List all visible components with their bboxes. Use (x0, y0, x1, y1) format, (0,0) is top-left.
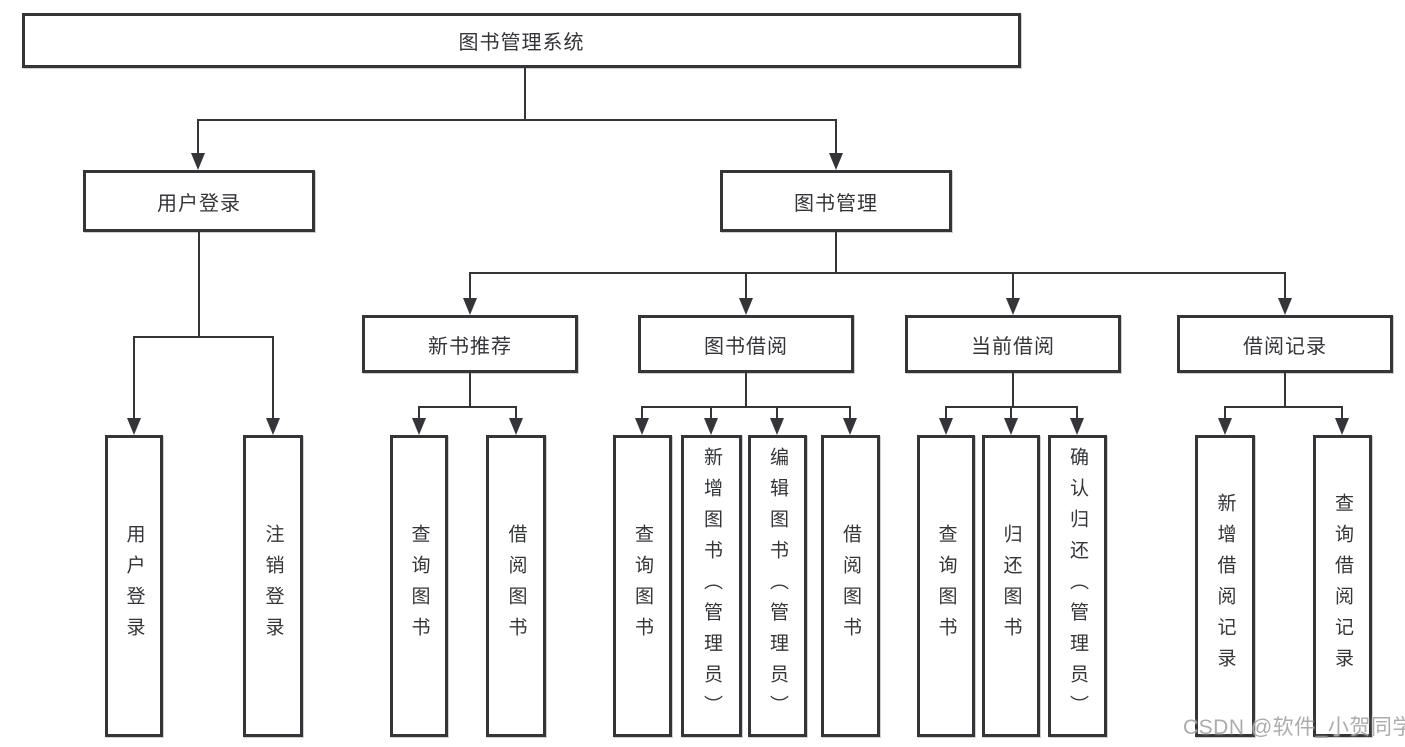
connector-vline (198, 232, 200, 338)
arrow-down-icon (635, 418, 649, 435)
leaf-query-books-recommend: 查询图书 (390, 435, 448, 737)
leaf-borrow-books-recommend: 借阅图书 (486, 435, 546, 737)
arrow-down-icon (509, 418, 523, 435)
node-library-management-system: 图书管理系统 (22, 13, 1021, 68)
leaf-query-books-borrowing: 查询图书 (613, 435, 672, 737)
arrow-down-icon (770, 418, 784, 435)
connector-vline (133, 336, 135, 422)
arrow-down-icon (843, 418, 857, 435)
connector-vline (1012, 373, 1014, 408)
connector-hline (945, 406, 1078, 408)
node-book-management: 图书管理 (720, 170, 952, 232)
leaf-return-books: 归还图书 (982, 435, 1040, 737)
connector-vline (1010, 406, 1012, 421)
connector-vline (515, 406, 517, 421)
csdn-watermark: CSDN @软件_小贺同学 (1183, 716, 1405, 739)
node-current-borrowing: 当前借阅 (905, 315, 1121, 373)
arrow-down-icon (1278, 298, 1292, 315)
connector-vline (745, 272, 747, 302)
connector-hline (1224, 406, 1343, 408)
arrow-down-icon (266, 418, 280, 435)
connector-vline (776, 406, 778, 421)
connector-hline (469, 272, 1286, 274)
connector-vline (1012, 272, 1014, 302)
leaf-query-borrow-record: 查询借阅记录 (1313, 435, 1372, 737)
node-user-login: 用户登录 (83, 170, 315, 232)
connector-vline (1284, 272, 1286, 302)
leaf-user-login: 用户登录 (105, 435, 163, 737)
connector-vline (469, 272, 471, 302)
connector-hline (641, 406, 851, 408)
connector-vline (197, 120, 199, 158)
connector-vline (835, 120, 837, 158)
leaf-add-borrow-record: 新增借阅记录 (1195, 435, 1255, 737)
connector-vline (418, 406, 420, 421)
leaf-logout: 注销登录 (243, 435, 303, 737)
connector-hline (133, 336, 274, 338)
arrow-down-icon (1335, 418, 1349, 435)
connector-hline (197, 119, 837, 121)
node-borrowing-records: 借阅记录 (1177, 315, 1393, 373)
arrow-down-icon (739, 298, 753, 315)
connector-vline (641, 406, 643, 421)
connector-vline (745, 373, 747, 408)
arrow-down-icon (191, 153, 205, 170)
node-new-book-recommendation: 新书推荐 (362, 315, 578, 373)
arrow-down-icon (1006, 298, 1020, 315)
arrow-down-icon (463, 298, 477, 315)
leaf-edit-book-admin: 编辑图书（管理员） (748, 435, 807, 737)
connector-vline (710, 406, 712, 421)
connector-vline (835, 232, 837, 274)
arrow-down-icon (127, 418, 141, 435)
connector-vline (272, 336, 274, 422)
connector-vline (945, 406, 947, 421)
arrow-down-icon (412, 418, 426, 435)
connector-vline (469, 373, 471, 408)
arrow-down-icon (1218, 418, 1232, 435)
node-book-borrowing: 图书借阅 (638, 315, 854, 373)
connector-vline (849, 406, 851, 421)
leaf-add-book-admin: 新增图书（管理员） (681, 435, 742, 737)
leaf-borrow-books-borrowing: 借阅图书 (821, 435, 880, 737)
connector-vline (1224, 406, 1226, 421)
connector-vline (1076, 406, 1078, 421)
connector-vline (524, 68, 526, 121)
arrow-down-icon (1004, 418, 1018, 435)
leaf-confirm-return-admin: 确认归还（管理员） (1048, 435, 1107, 737)
arrow-down-icon (704, 418, 718, 435)
connector-vline (1341, 406, 1343, 421)
leaf-query-books-current: 查询图书 (917, 435, 975, 737)
arrow-down-icon (939, 418, 953, 435)
arrow-down-icon (829, 153, 843, 170)
connector-hline (418, 406, 517, 408)
arrow-down-icon (1070, 418, 1084, 435)
connector-vline (1284, 373, 1286, 408)
